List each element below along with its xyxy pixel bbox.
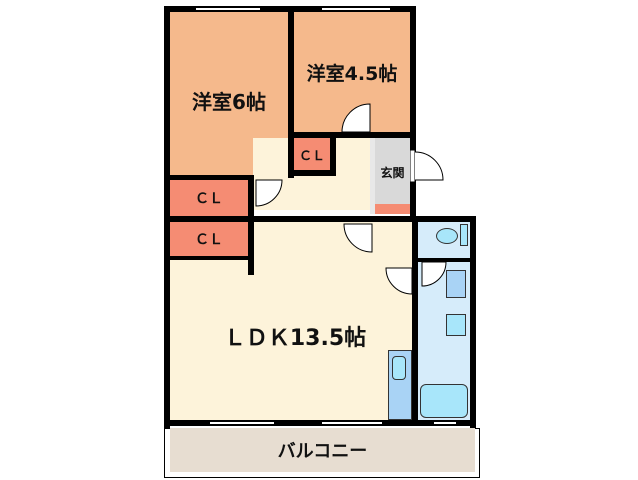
room-western-6-label: 洋室6帖: [192, 89, 266, 114]
wall-cl-mid: [164, 216, 416, 222]
wall-right-lower: [470, 216, 476, 428]
closet-3: [294, 138, 330, 170]
sink-icon: [392, 356, 406, 380]
closet-2-label: ＣＬ: [195, 232, 223, 248]
entrance-label: 玄関: [380, 165, 405, 180]
door-ldk[interactable]: [336, 222, 376, 258]
wall-cl2-bottom: [164, 256, 254, 260]
door-western-6[interactable]: [254, 178, 288, 212]
wall-between-rooms: [288, 6, 294, 178]
door-washroom[interactable]: [384, 266, 414, 300]
door-western-45[interactable]: [338, 98, 378, 138]
ldk-label: ＬＤＫ13.5帖: [223, 326, 367, 351]
window-ldk-2: [322, 421, 382, 426]
wall-ldk-wet: [412, 222, 418, 420]
wall-cl3-right: [330, 132, 336, 176]
wall-entrance-left: [370, 138, 375, 214]
entrance-step: [375, 204, 410, 214]
wall-right-upper: [410, 6, 416, 222]
wall-cl-right: [248, 175, 254, 275]
window-bath: [434, 421, 456, 426]
entrance: [375, 138, 410, 204]
wall-bottom: [164, 420, 476, 426]
wall-6-bottom: [164, 175, 254, 180]
washbasin-icon: [446, 270, 466, 298]
window-45: [322, 7, 390, 12]
wall-wet-top: [410, 216, 476, 222]
closet-3-label: ＣＬ: [298, 148, 325, 164]
bathtub-icon: [420, 384, 468, 418]
wall-45-bottom: [288, 132, 416, 138]
closet-1: [170, 180, 248, 216]
wall-toilet-bottom: [418, 258, 470, 262]
closet-1-label: ＣＬ: [195, 191, 223, 207]
room-western-4-5-label: 洋室4.5帖: [306, 62, 398, 85]
door-toilet[interactable]: [420, 260, 450, 290]
door-entrance[interactable]: [410, 150, 450, 190]
balcony-label: バルコニー: [277, 441, 368, 462]
wall-cl3-bottom: [288, 170, 336, 176]
closet-2-fill: [170, 222, 248, 256]
window-ldk-1: [210, 421, 274, 426]
toilet-icon: [436, 228, 458, 244]
washing-machine-icon: [446, 314, 466, 336]
window-6: [196, 7, 260, 12]
balcony: [170, 428, 475, 472]
toilet-tank-icon: [460, 224, 468, 246]
